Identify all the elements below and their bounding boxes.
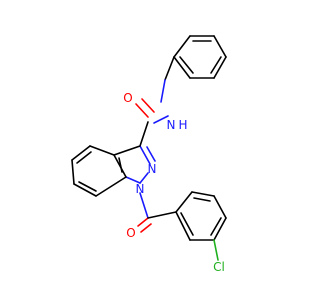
atom-label-amide-oxygen: O — [123, 91, 132, 105]
bond-amide-c3 — [139, 121, 149, 147]
atom-label-chlorine: Cl — [213, 260, 225, 274]
phenyl-ring-top — [173, 35, 227, 79]
bond-phenyl-nh — [164, 56, 175, 81]
bond-ketone-co-b — [140, 223, 152, 233]
molecule-structure: O N H N N O Cl — [71, 35, 227, 274]
atom-label-indazole-n1: N — [136, 182, 145, 196]
bond-amide-co-b — [141, 98, 155, 113]
bond-ketone-co-a — [137, 217, 149, 227]
atom-label-indazole-n2: N — [148, 162, 157, 176]
chlorophenyl-ring — [175, 191, 227, 241]
bond-carbonyl-aryl — [147, 211, 177, 219]
bond-amide-cn — [153, 115, 169, 124]
atom-label-amide-nitrogen: N — [167, 118, 176, 132]
structure-canvas: O N H N N O Cl — [71, 35, 227, 274]
bond-amide-co-a — [135, 103, 149, 118]
indazole-benzene-ring — [71, 145, 127, 197]
bond-nh-stub — [160, 79, 166, 103]
bond-n1-carbonyl — [139, 192, 149, 219]
indazole-pyrazole-ring — [113, 145, 156, 184]
atom-label-ketone-oxygen: O — [126, 226, 135, 240]
atom-label-amide-hydrogen: H — [178, 118, 187, 132]
bond-c-cl — [213, 239, 219, 261]
